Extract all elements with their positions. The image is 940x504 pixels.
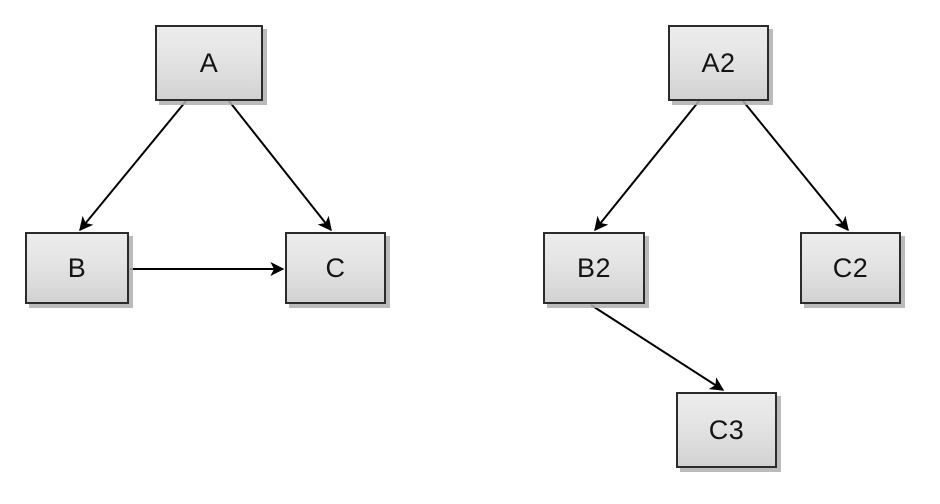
edge-A-B [79,100,187,232]
node-a[interactable]: A [155,25,263,101]
node-label: B2 [576,252,612,283]
node-label: C [325,252,346,283]
node-label: C3 [708,414,745,445]
node-c2[interactable]: C2 [800,232,901,304]
edge-A2-B2 [594,100,700,232]
edge-A-C [228,100,332,232]
edge-B2-C3 [590,304,725,391]
edge-A2-C2 [742,100,849,232]
node-label: C2 [832,252,869,283]
node-label: B [67,252,87,283]
node-c[interactable]: C [285,232,386,304]
node-c3[interactable]: C3 [676,392,777,468]
node-b2[interactable]: B2 [543,232,645,304]
node-b[interactable]: B [25,232,129,304]
node-label: A [199,47,219,78]
node-label: A2 [701,47,736,78]
node-a2[interactable]: A2 [668,25,769,101]
